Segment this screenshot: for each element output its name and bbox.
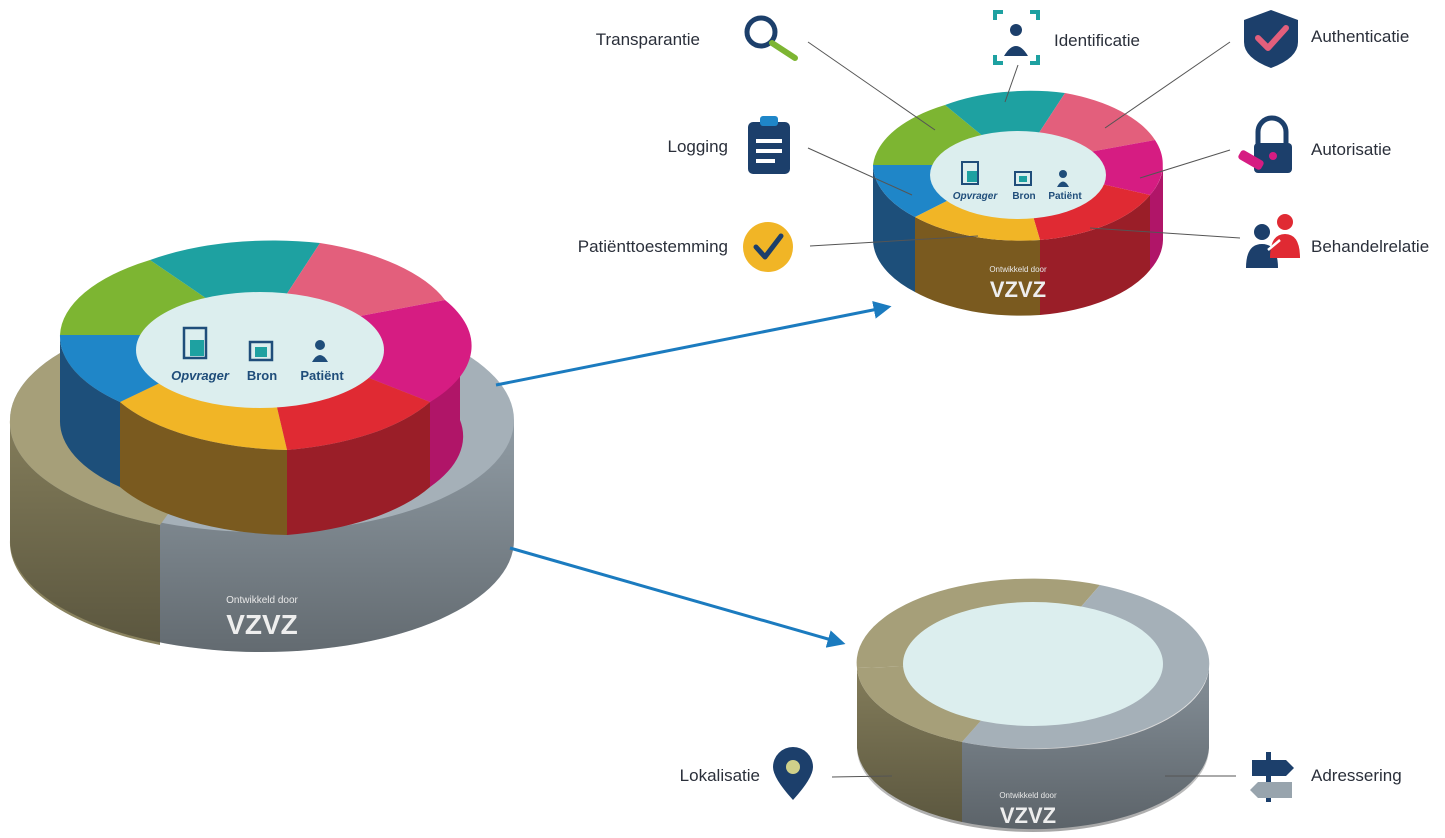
left-brand-big: VZVZ <box>226 609 298 640</box>
top-brand-small: Ontwikkeld door <box>989 265 1047 274</box>
top-brand-big: VZVZ <box>990 277 1046 302</box>
top-label-patient: Patiënt <box>1048 191 1082 202</box>
top-building-icon-bron <box>1014 171 1032 186</box>
building-icon-opvrager <box>182 326 208 360</box>
person-icon-patient <box>312 340 328 362</box>
top-person-icon-patient <box>1057 170 1069 187</box>
top-disc: Ontwikkeld door VZVZ Opvrager Bron Patië… <box>873 90 1163 316</box>
label-transparantie: Transparantie <box>596 30 700 49</box>
check-badge-icon <box>743 222 793 272</box>
top-label-bron: Bron <box>1012 191 1035 202</box>
magnifier-icon <box>744 15 798 61</box>
shield-check-icon <box>1244 10 1298 68</box>
padlock-key-icon <box>1238 115 1292 173</box>
left-label-patient: Patiënt <box>300 368 344 383</box>
person-scan-icon <box>993 10 1040 65</box>
label-lokalisatie: Lokalisatie <box>680 766 760 785</box>
top-segment-teal <box>945 90 1065 165</box>
label-authenticatie: Authenticatie <box>1311 27 1409 46</box>
label-adressering: Adressering <box>1311 766 1402 785</box>
top-leader-lines <box>807 41 1241 247</box>
segment-teal <box>150 240 320 335</box>
left-label-bron: Bron <box>247 368 277 383</box>
top-building-icon-opvrager <box>961 161 979 185</box>
left-wheel-side <box>59 335 464 535</box>
label-identificatie: Identificatie <box>1054 31 1140 50</box>
building-icon-bron <box>248 340 274 362</box>
left-disc-stack: Ontwikkeld door VZVZ <box>9 240 514 652</box>
label-behandelrelatie: Behandelrelatie <box>1311 237 1429 256</box>
label-autorisatie: Autorisatie <box>1311 140 1391 159</box>
signpost-icon <box>1250 752 1294 802</box>
bottom-disc: Ontwikkeld door VZVZ <box>856 578 1210 832</box>
bottom-center-disc <box>903 602 1163 726</box>
arrow-to-top-disc <box>495 300 892 387</box>
two-persons-icon <box>1246 214 1300 268</box>
left-wheel-top: Opvrager Bron Patiënt <box>59 240 472 450</box>
bottom-leader-lines <box>831 775 1236 778</box>
arrow-to-bottom-disc <box>509 546 846 648</box>
label-logging: Logging <box>667 137 728 156</box>
top-center-disc <box>930 131 1106 219</box>
map-pin-icon <box>773 747 813 800</box>
bottom-brand-big: VZVZ <box>1000 803 1056 828</box>
top-label-opvrager: Opvrager <box>953 191 999 202</box>
left-brand-small: Ontwikkeld door <box>226 595 298 606</box>
bottom-brand-small: Ontwikkeld door <box>999 791 1057 800</box>
left-label-opvrager: Opvrager <box>171 368 230 383</box>
label-patienttoestemming: Patiënttoestemming <box>578 237 728 256</box>
clipboard-icon <box>748 116 790 174</box>
